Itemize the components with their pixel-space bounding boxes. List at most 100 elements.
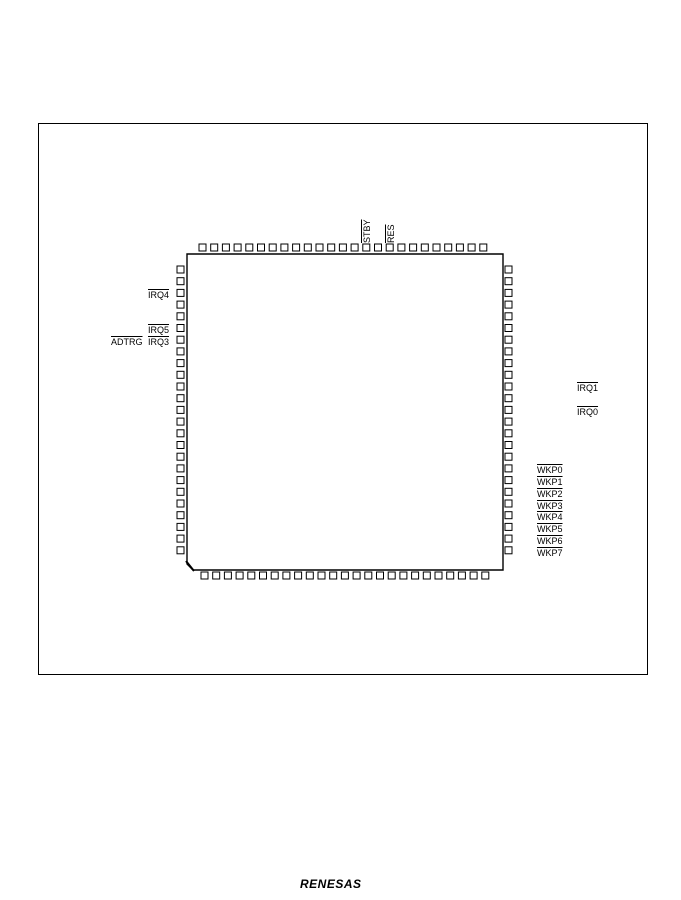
pin-bottom <box>364 571 373 580</box>
pin-left <box>176 441 185 449</box>
pin-bottom <box>352 571 361 580</box>
pin-top <box>292 243 301 252</box>
pin-label-stby: STBY <box>362 219 372 243</box>
pin-left <box>176 312 185 321</box>
pin-bottom <box>411 571 420 580</box>
pin-right <box>504 277 513 286</box>
pin-right <box>504 417 513 426</box>
pin-bottom <box>387 571 396 580</box>
pin-label-wkp3: WKP3 <box>537 501 563 511</box>
pin-top <box>432 243 441 252</box>
pin-right <box>504 324 513 332</box>
pin-left <box>176 417 185 426</box>
pin-top <box>257 243 265 252</box>
pin-left <box>176 534 185 543</box>
pin-right <box>504 312 513 321</box>
pin-label-irq1: IRQ1 <box>577 383 599 393</box>
pin-bottom <box>200 571 209 580</box>
pin-top <box>198 243 207 252</box>
pin-top <box>479 243 488 252</box>
pin-label-wkp6: WKP6 <box>537 536 563 546</box>
pin-bottom <box>270 571 279 580</box>
pin-left <box>176 300 185 309</box>
pin-bottom <box>259 571 267 580</box>
pin-top <box>210 243 219 252</box>
pin-label-wkp5: WKP5 <box>537 524 563 534</box>
pin-label-wkp4: WKP4 <box>537 512 563 522</box>
pin-label-irq5: IRQ5 <box>148 325 170 335</box>
pin-left <box>176 546 185 555</box>
pin-top <box>467 243 476 252</box>
pin-label-wkp2: WKP2 <box>537 489 563 499</box>
pin-top <box>327 243 336 252</box>
pin-left <box>176 405 185 414</box>
pin-bottom <box>294 571 303 580</box>
pin-bottom <box>422 571 431 580</box>
pin-top <box>350 243 359 252</box>
pin-right <box>504 300 513 309</box>
pin-right <box>504 476 513 485</box>
pin-left <box>176 522 185 531</box>
pin-right <box>504 359 513 368</box>
pin-top <box>338 243 347 252</box>
pin-bottom <box>434 571 443 580</box>
pin-left <box>176 464 185 473</box>
pin-bottom <box>340 571 349 580</box>
pin-left <box>176 394 185 403</box>
pin-left <box>176 429 185 438</box>
pin-top <box>315 243 324 252</box>
pin-top <box>374 243 382 252</box>
pin-right <box>504 335 513 344</box>
pin-right <box>504 487 513 496</box>
pin-bottom <box>399 571 408 580</box>
pin-bottom <box>247 571 256 580</box>
pin-left <box>176 277 185 286</box>
pin-top <box>245 243 254 252</box>
pin-bottom <box>481 571 490 580</box>
pin-left <box>176 511 185 520</box>
pin-top <box>268 243 277 252</box>
diagram-frame <box>38 123 648 675</box>
pin-label-res: RES <box>386 224 396 243</box>
pin-left <box>176 370 185 379</box>
pin-bottom <box>223 571 232 580</box>
pin-bottom <box>376 571 384 580</box>
pin-bottom <box>469 571 478 580</box>
pin-left <box>176 452 185 461</box>
pin-bottom <box>317 571 326 580</box>
pin-top <box>221 243 230 252</box>
pin-right <box>504 441 513 449</box>
pin-bottom <box>235 571 244 580</box>
pin-right <box>504 370 513 379</box>
pin-top <box>385 243 394 252</box>
pin-label-irq0: IRQ0 <box>577 407 599 417</box>
pin-label-wkp1: WKP1 <box>537 477 563 487</box>
pin-bottom <box>329 571 338 580</box>
pin-left <box>176 487 185 496</box>
pin-right <box>504 347 513 356</box>
pin-top <box>420 243 429 252</box>
pin-left <box>176 324 185 332</box>
pin-top <box>303 243 312 252</box>
pin-bottom <box>282 571 291 580</box>
pin-bottom <box>446 571 455 580</box>
pin-right <box>504 405 513 414</box>
pin-label-wkp7: WKP7 <box>537 548 563 558</box>
pin-left <box>176 476 185 485</box>
pin-label-wkp0: WKP0 <box>537 465 563 475</box>
pin-left <box>176 359 185 368</box>
pin-right <box>504 429 513 438</box>
pin-left <box>176 288 185 297</box>
pin-right <box>504 382 513 391</box>
pin-left <box>176 335 185 344</box>
pin-left <box>176 382 185 391</box>
pin-right <box>504 394 513 403</box>
pin-right <box>504 265 513 274</box>
pin-label-irq3: IRQ3 <box>148 337 170 347</box>
pin-right <box>504 452 513 461</box>
pin-right <box>504 534 513 543</box>
pin-top <box>362 243 371 252</box>
pin-right <box>504 288 513 297</box>
pin-top <box>444 243 453 252</box>
